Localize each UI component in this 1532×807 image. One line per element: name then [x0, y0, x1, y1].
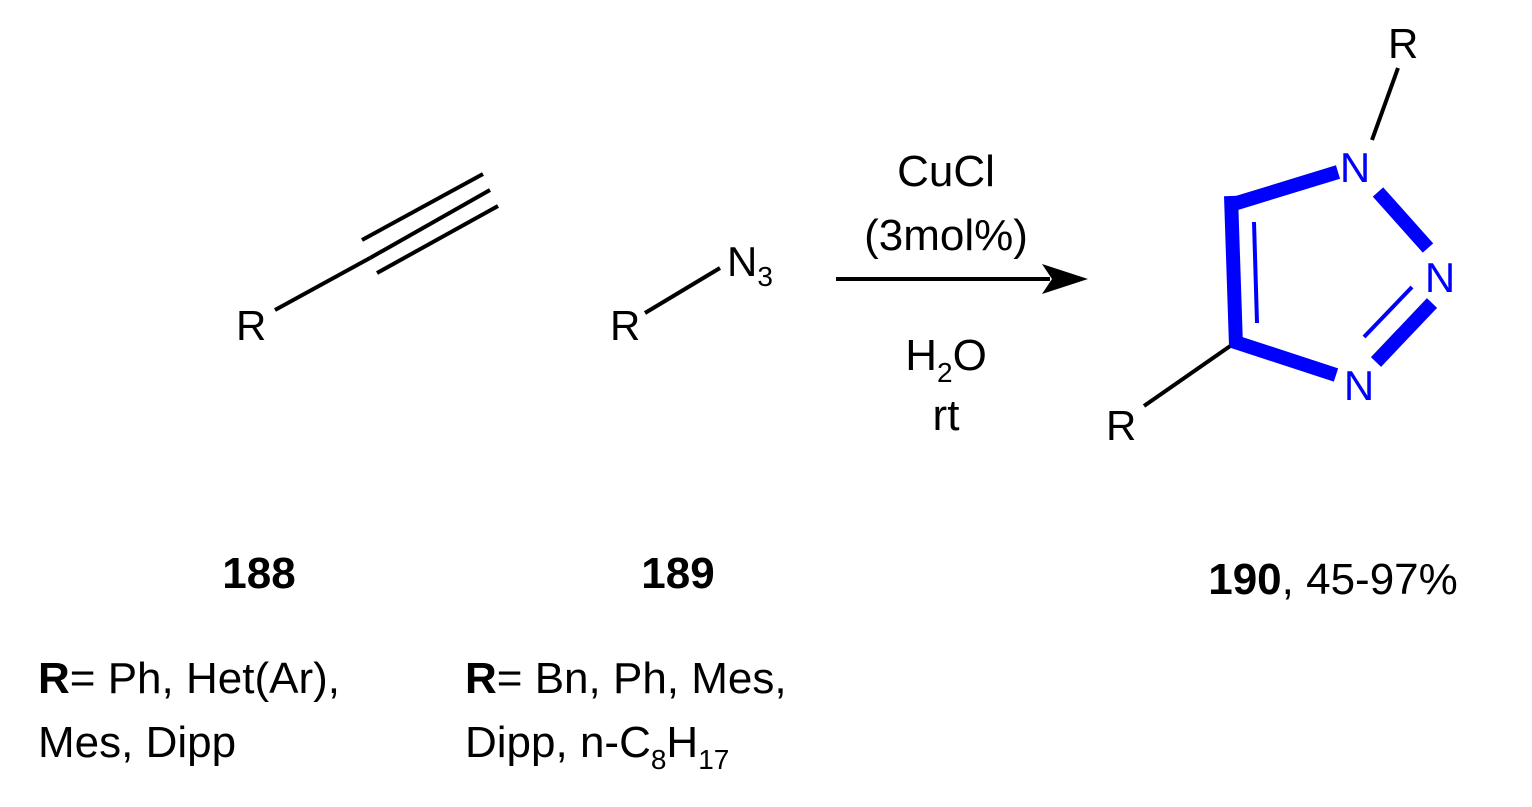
azide-r-definition-line2: Dipp, n-C8H17: [465, 718, 729, 775]
azide-r-def-sub17: 17: [698, 744, 729, 775]
azide-r-bond: [643, 266, 722, 315]
ring-bond-c5-c4-inner: [1252, 221, 1259, 324]
catalyst-loading-label: (3mol%): [864, 211, 1028, 260]
triazole-ring: [1224, 165, 1438, 382]
temperature-label: rt: [933, 391, 960, 440]
triple-bond-upper: [361, 172, 484, 242]
azide-r-definition-line1: R= Bn, Ph, Mes,: [465, 654, 787, 703]
product-n1-r-bond: [1370, 67, 1400, 141]
solvent-h: H: [905, 331, 937, 380]
product-c4-r-bond: [1142, 340, 1238, 408]
catalyst-label: CuCl: [897, 147, 995, 196]
azide-n: N: [727, 238, 757, 285]
solvent-subscript: 2: [937, 357, 953, 388]
alkyne-r-definition-line1: R= Ph, Het(Ar),: [38, 654, 340, 703]
ring-bond-n2-n3-inner: [1362, 285, 1414, 339]
ring-n3-label: N: [1344, 362, 1374, 409]
compound-number-190: 190: [1208, 555, 1281, 604]
alkyne-r-label: R: [236, 302, 266, 349]
ring-bond-n2-n3-outer: [1370, 298, 1438, 367]
alkyne-r-definition-prefix: R: [38, 654, 70, 703]
reaction-arrow: [836, 264, 1088, 294]
alkyne-r-bond: [274, 256, 371, 312]
azide-r-def-sub8: 8: [651, 744, 667, 775]
alkyne-r-definition-line2: Mes, Dipp: [38, 718, 236, 767]
alkyne-r-definition-values: = Ph, Het(Ar),: [70, 654, 340, 703]
azide-r-label: R: [610, 302, 640, 349]
ring-bond-n1-n2: [1372, 187, 1434, 253]
azide-r-definition-values: = Bn, Ph, Mes,: [497, 654, 787, 703]
azide-group-label: N3: [727, 238, 773, 292]
azide-n-subscript: 3: [757, 261, 773, 292]
product-yield: , 45-97%: [1282, 555, 1458, 604]
product-n1-r-label: R: [1388, 20, 1418, 67]
solvent-o: O: [953, 331, 987, 380]
compound-number-189: 189: [641, 549, 714, 598]
ring-bond-n1-c5: [1224, 165, 1341, 213]
alkyne-structure: [274, 172, 499, 312]
azide-r-definition-prefix: R: [465, 654, 497, 703]
ring-bond-c4-n3: [1229, 334, 1339, 382]
compound-number-188: 188: [222, 549, 295, 598]
triple-bond-center: [369, 188, 491, 260]
arrow-head: [1042, 264, 1088, 294]
product-number-and-yield: 190, 45-97%: [1208, 555, 1458, 604]
ring-n2-label: N: [1425, 254, 1455, 301]
solvent-label: H2O: [905, 331, 987, 388]
product-c4-r-label: R: [1106, 402, 1136, 449]
ring-bond-c5-c4: [1224, 195, 1243, 347]
azide-r-def-h: H: [666, 718, 698, 767]
triple-bond-lower: [376, 204, 499, 275]
ring-n1-label: N: [1340, 144, 1370, 191]
azide-r-def-a: Dipp, n-C: [465, 718, 651, 767]
